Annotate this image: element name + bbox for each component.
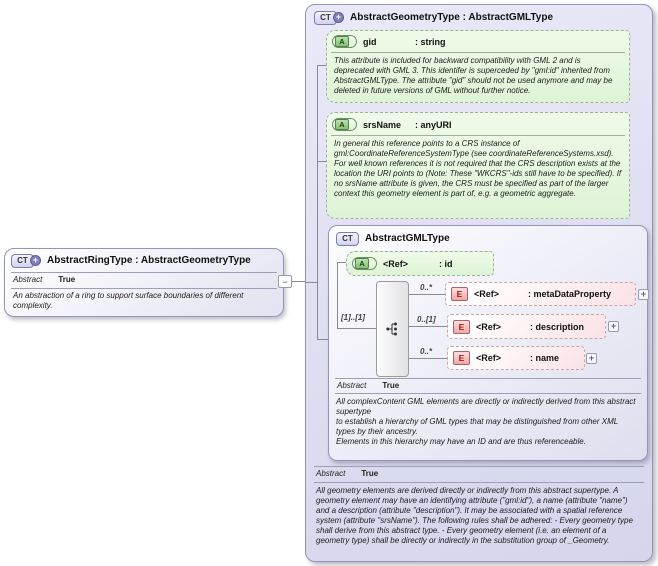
element-icon: E bbox=[453, 351, 470, 365]
element-icon: E bbox=[451, 287, 468, 301]
expand-element-button[interactable]: + bbox=[638, 289, 649, 300]
attribute-name: gid bbox=[363, 36, 377, 47]
element-icon: E bbox=[453, 319, 470, 334]
type-title: AbstractGMLType bbox=[365, 233, 450, 244]
separator bbox=[331, 52, 625, 53]
connector-line bbox=[317, 65, 318, 339]
attribute-doc: In general this reference points to a CR… bbox=[334, 139, 622, 198]
attribute-srsname-box[interactable]: A srsName : anyURI In general this refer… bbox=[326, 112, 630, 219]
doc-paragraph: Elements in this hierarchy may have an I… bbox=[336, 437, 586, 446]
sequence-icon bbox=[386, 322, 397, 336]
element-name: <Ref> bbox=[474, 289, 500, 299]
abstract-value: True bbox=[361, 469, 379, 478]
attribute-icon-label: A bbox=[355, 258, 369, 269]
element-description-box[interactable]: E <Ref> : description bbox=[447, 314, 606, 339]
attribute-icon: A bbox=[332, 35, 357, 48]
ct-icon-label: CT bbox=[336, 231, 359, 246]
connector-line bbox=[407, 358, 447, 359]
attribute-name: <Ref> bbox=[383, 258, 409, 269]
separator bbox=[335, 378, 641, 379]
element-type: : description bbox=[530, 321, 585, 332]
abstract-label: Abstract bbox=[337, 381, 367, 390]
connector-line bbox=[407, 326, 447, 327]
connector-line bbox=[337, 328, 376, 329]
abstract-gml-type-box[interactable]: CT AbstractGMLType A <Ref> : id bbox=[328, 225, 649, 461]
element-name: <Ref> bbox=[476, 321, 502, 332]
abstract-label: Abstract bbox=[316, 469, 346, 478]
doc-paragraph: All complexContent GML elements are dire… bbox=[336, 397, 636, 416]
sequence-cardinality-label: [1]..[1] bbox=[341, 313, 365, 322]
sequence-indicator[interactable] bbox=[376, 281, 409, 377]
attribute-icon-label: A bbox=[335, 119, 349, 130]
abstract-geometry-type-panel[interactable]: CT + AbstractGeometryType : AbstractGMLT… bbox=[305, 4, 653, 562]
expand-element-button[interactable]: + bbox=[586, 353, 597, 364]
abstract-ring-type-box[interactable]: CT + AbstractRingType : AbstractGeometry… bbox=[4, 248, 284, 317]
expand-type-button[interactable]: + bbox=[30, 255, 41, 266]
abstract-label: Abstract bbox=[13, 275, 43, 284]
element-type: : name bbox=[530, 353, 560, 363]
complex-type-icon: CT bbox=[336, 231, 359, 246]
type-doc: All complexContent GML elements are dire… bbox=[336, 397, 638, 447]
expand-element-button[interactable]: + bbox=[608, 321, 619, 332]
element-metadataproperty-box[interactable]: E <Ref> : metaDataProperty bbox=[445, 282, 636, 306]
separator bbox=[11, 288, 277, 289]
abstract-value: True bbox=[58, 275, 76, 284]
complex-type-icon: CT + bbox=[314, 10, 344, 25]
connector-line bbox=[337, 262, 346, 263]
connector-line bbox=[283, 281, 305, 282]
attribute-gid-box[interactable]: A gid : string This attribute is include… bbox=[326, 30, 630, 103]
attribute-icon: A bbox=[352, 257, 377, 270]
attribute-icon: A bbox=[332, 118, 357, 131]
attribute-name: srsName bbox=[363, 119, 402, 130]
element-type: : metaDataProperty bbox=[528, 289, 612, 299]
type-doc: All geometry elements are derived direct… bbox=[316, 486, 633, 545]
separator bbox=[314, 466, 644, 467]
connector-line bbox=[317, 65, 326, 66]
attribute-id-box[interactable]: A <Ref> : id bbox=[346, 251, 494, 276]
doc-paragraph: to establish a hierarchy of GML types th… bbox=[336, 417, 619, 436]
attribute-doc: This attribute is included for backward … bbox=[334, 56, 613, 95]
attribute-type: : anyURI bbox=[415, 119, 452, 130]
connector-line bbox=[306, 282, 317, 283]
connector-line bbox=[317, 161, 326, 162]
separator bbox=[335, 393, 641, 394]
complex-type-icon: CT + bbox=[11, 253, 41, 268]
type-title: AbstractGeometryType : AbstractGMLType bbox=[350, 12, 554, 23]
attribute-type: : id bbox=[439, 258, 453, 269]
element-name: <Ref> bbox=[476, 353, 502, 363]
expand-type-button[interactable]: + bbox=[333, 12, 344, 23]
cardinality-label: 0..[1] bbox=[417, 315, 436, 324]
separator bbox=[11, 272, 277, 273]
connector-line bbox=[317, 339, 328, 340]
connector-line bbox=[407, 294, 445, 295]
connector-line bbox=[337, 262, 338, 328]
cardinality-label: 0..* bbox=[420, 283, 433, 292]
separator bbox=[331, 135, 625, 136]
type-title: AbstractRingType : AbstractGeometryType bbox=[47, 255, 251, 266]
attribute-icon-label: A bbox=[335, 36, 349, 47]
attribute-type: : string bbox=[415, 36, 446, 47]
type-description: An abstraction of a ring to support surf… bbox=[13, 291, 244, 310]
collapse-connector-button[interactable]: − bbox=[278, 275, 292, 288]
abstract-value: True bbox=[382, 381, 400, 390]
separator bbox=[314, 482, 644, 483]
element-name-box[interactable]: E <Ref> : name bbox=[447, 346, 585, 370]
cardinality-label: 0..* bbox=[420, 347, 433, 356]
ct-icon-label: CT bbox=[314, 10, 337, 25]
